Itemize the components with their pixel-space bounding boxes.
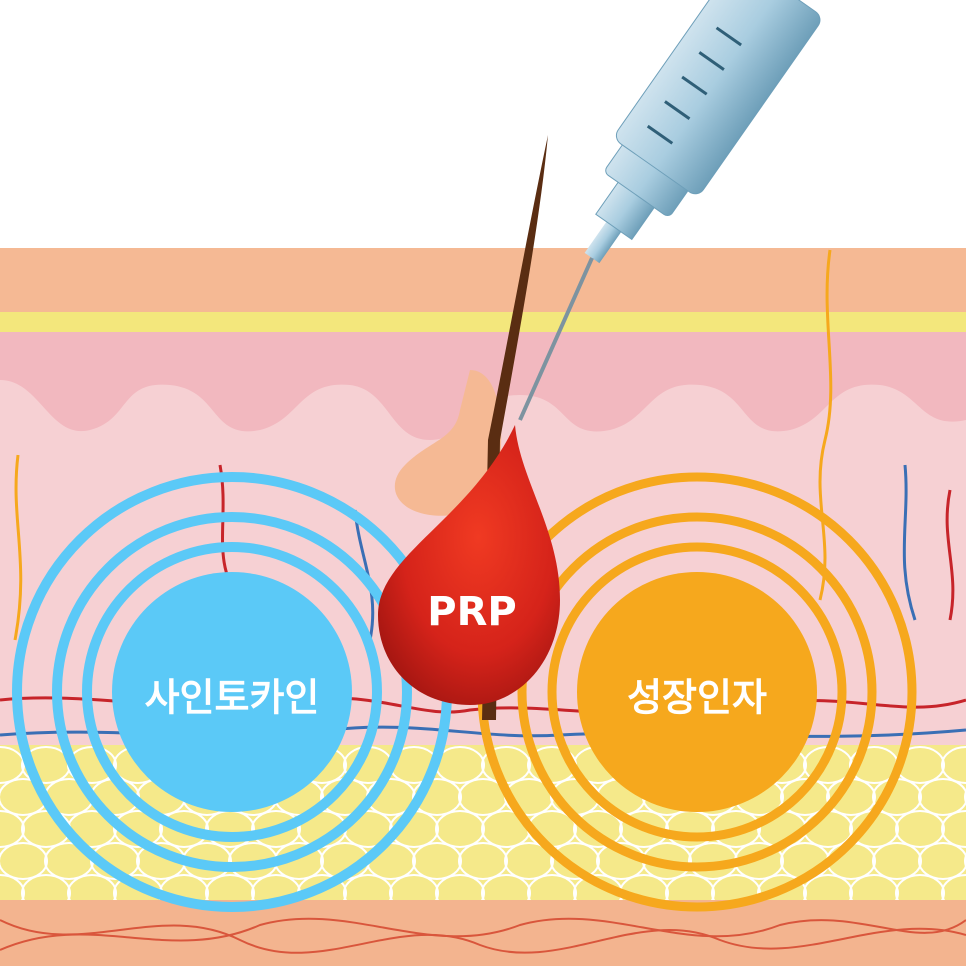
fat-cell (941, 810, 966, 848)
fat-cell (918, 842, 966, 880)
fat-cell (918, 778, 966, 816)
fat-cell (412, 842, 462, 880)
growth-factor-circle (577, 572, 817, 812)
fat-cell (159, 810, 209, 848)
fat-cell (458, 842, 508, 880)
fat-cell (0, 810, 25, 848)
bottom-fibers (0, 917, 966, 954)
fat-cell (0, 874, 25, 912)
needle-icon (518, 257, 594, 421)
fat-cell (964, 789, 966, 805)
fat-cell (964, 853, 966, 869)
cytokine-label: 사인토카인 (144, 675, 320, 720)
fat-cell (550, 842, 600, 880)
cytokine-circle (112, 572, 352, 812)
stripe-layer (0, 312, 966, 332)
fat-cell (251, 810, 301, 848)
epidermis-layer (0, 248, 966, 314)
syringe-icon (584, 0, 821, 264)
fat-cell (412, 778, 462, 816)
fat-cell (573, 810, 623, 848)
fat-cell (619, 810, 669, 848)
prp-label: PRP (427, 589, 517, 635)
fat-cell (895, 810, 945, 848)
fat-cell (0, 842, 48, 880)
hair-follicle (394, 370, 502, 516)
fat-cell (504, 842, 554, 880)
fat-cell (0, 746, 25, 784)
fat-cell (872, 842, 922, 880)
fat-cell (941, 874, 966, 912)
bottom-layer (0, 900, 966, 966)
fat-cell (435, 810, 485, 848)
prp-blood-drop-icon (378, 425, 560, 705)
growth-factor-rings (477, 472, 917, 912)
fat-cell (113, 810, 163, 848)
fat-cell (90, 842, 140, 880)
fat-cell (941, 746, 966, 784)
growth-factor-label: 성장인자 (627, 675, 767, 720)
fat-cell (780, 778, 830, 816)
fat-cell (711, 810, 761, 848)
